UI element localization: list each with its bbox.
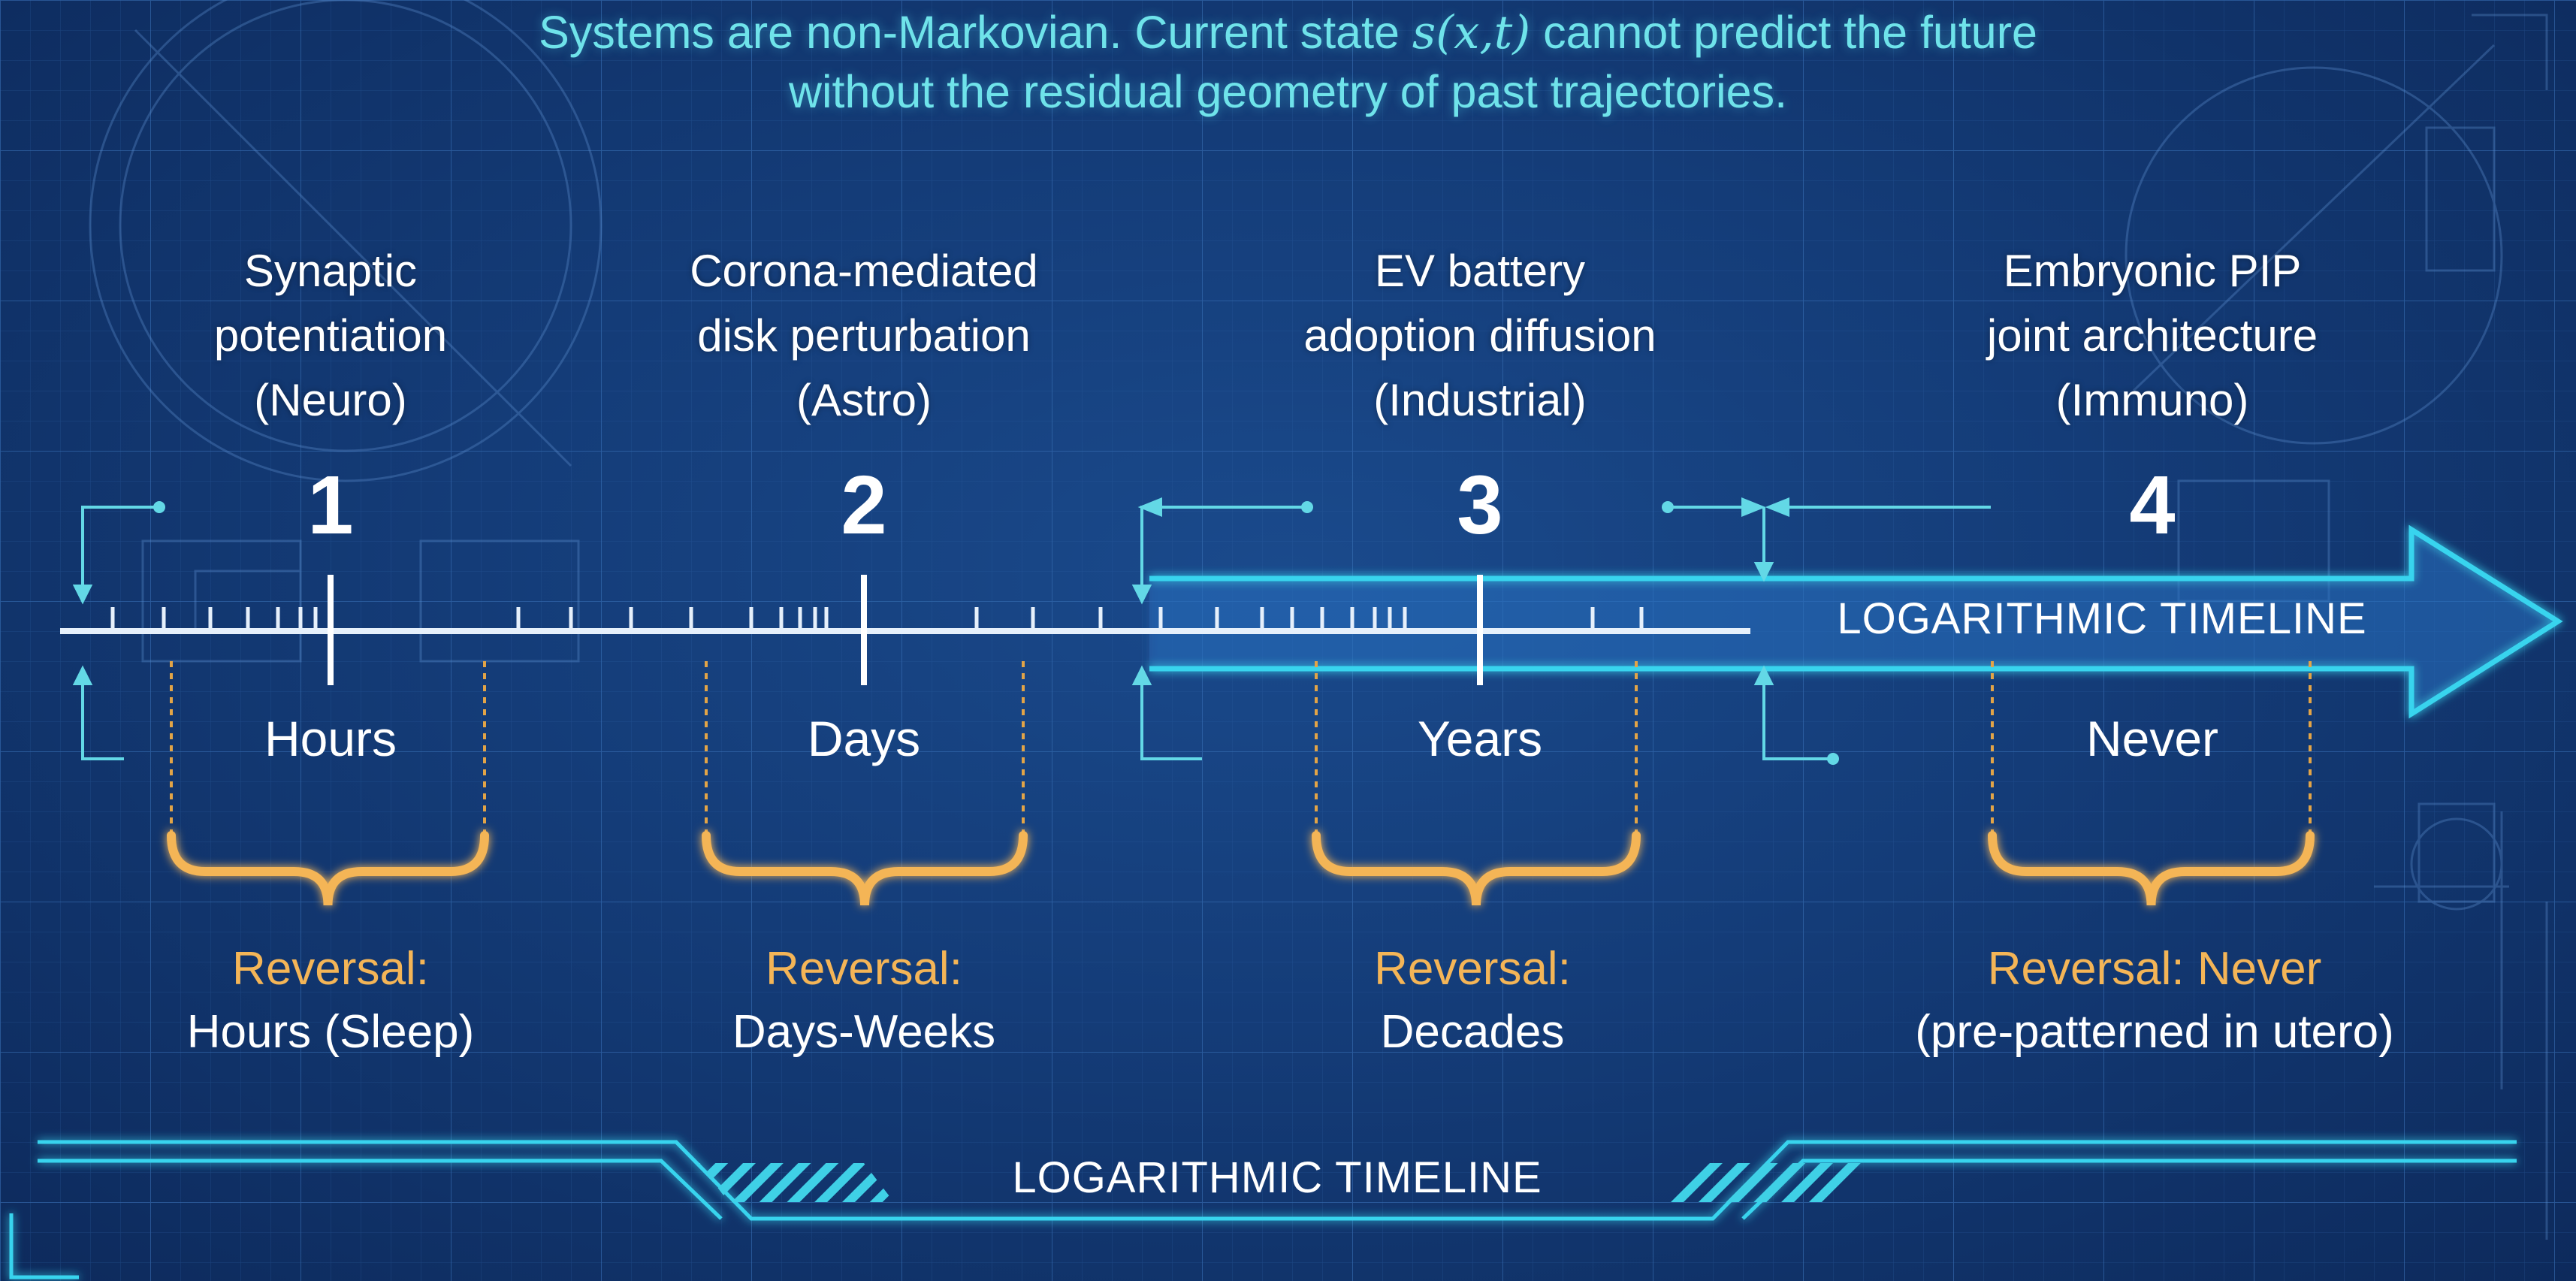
stage-title-line: EV battery xyxy=(1374,246,1586,296)
state-formula: s(x,t) xyxy=(1412,6,1531,59)
stage-title-line: Synaptic xyxy=(243,246,418,296)
stage-title-line: Embryonic PIP xyxy=(2003,246,2302,296)
stage-title-line: disk perturbation xyxy=(697,310,1031,361)
header-line-2: without the residual geometry of past tr… xyxy=(788,66,1788,117)
stage-timescale: Hours xyxy=(264,711,397,766)
stage-timescale: Years xyxy=(1417,711,1543,766)
reversal-key: Reversal: xyxy=(1374,943,1571,995)
range-brace xyxy=(1312,831,1641,906)
range-braces xyxy=(167,661,2315,906)
stage-title-line: joint architecture xyxy=(1986,310,2318,361)
range-brace xyxy=(167,831,489,906)
stage-domain: (Industrial) xyxy=(1373,375,1587,425)
stage-reversal: Reversal: Days-Weeks xyxy=(732,938,995,1064)
stage-title-line: Corona-mediated xyxy=(690,246,1038,296)
stage-domain: (Astro) xyxy=(796,375,932,425)
header-caption: Systems are non-Markovian. Current state… xyxy=(0,3,2576,121)
stage-title: Synaptic potentiation (Neuro) xyxy=(214,239,447,433)
footer-label: LOGARITHMIC TIMELINE xyxy=(1012,1153,1542,1202)
stage-number: 3 xyxy=(1457,459,1503,551)
reversal-key: Reversal: xyxy=(766,943,962,995)
header-line-1: Systems are non-Markovian. Current state… xyxy=(0,3,2576,62)
stage-title-line: potentiation xyxy=(213,310,448,361)
range-brace xyxy=(1988,831,2315,906)
header-text-b: cannot predict the future xyxy=(1530,7,2037,58)
stage-reversal: Reversal: Decades xyxy=(1374,938,1571,1064)
stage-title: EV battery adoption diffusion (Industria… xyxy=(1303,239,1656,433)
header-text-a: Systems are non-Markovian. Current state xyxy=(539,7,1412,58)
reversal-value: Decades xyxy=(1380,1006,1565,1058)
stage-timescale: Days xyxy=(807,711,921,766)
reversal-key: Reversal: xyxy=(232,943,429,995)
dimension-markers xyxy=(72,497,1991,765)
stage-domain: (Neuro) xyxy=(254,375,407,425)
footer-hatch-left xyxy=(699,1163,894,1202)
stage-timescale: Never xyxy=(2085,711,2219,766)
stage-reversal: Reversal: Hours (Sleep) xyxy=(187,938,474,1064)
stage-title: Corona-mediated disk perturbation (Astro… xyxy=(690,239,1038,433)
timeline-arrow xyxy=(1149,524,2563,719)
footer-hatch-right xyxy=(1668,1163,1863,1202)
stage-domain: (Immuno) xyxy=(2055,375,2249,425)
timeline-arrow-label: LOGARITHMIC TIMELINE xyxy=(1837,594,2367,643)
stage-title-line: adoption diffusion xyxy=(1303,310,1656,361)
range-brace xyxy=(702,831,1028,906)
reversal-key: Reversal: Never xyxy=(1987,943,2322,995)
stage-reversal: Reversal: Never (pre-patterned in utero) xyxy=(1915,938,2394,1064)
timeline-axis xyxy=(60,575,1750,685)
stage-number: 2 xyxy=(841,459,887,551)
reversal-value: (pre-patterned in utero) xyxy=(1915,1006,2394,1058)
reversal-value: Days-Weeks xyxy=(732,1006,996,1058)
stage-number: 4 xyxy=(2129,459,2176,551)
stage-number: 1 xyxy=(307,459,354,551)
reversal-value: Hours (Sleep) xyxy=(186,1006,475,1058)
stage-title: Embryonic PIP joint architecture (Immuno… xyxy=(1987,239,2318,433)
